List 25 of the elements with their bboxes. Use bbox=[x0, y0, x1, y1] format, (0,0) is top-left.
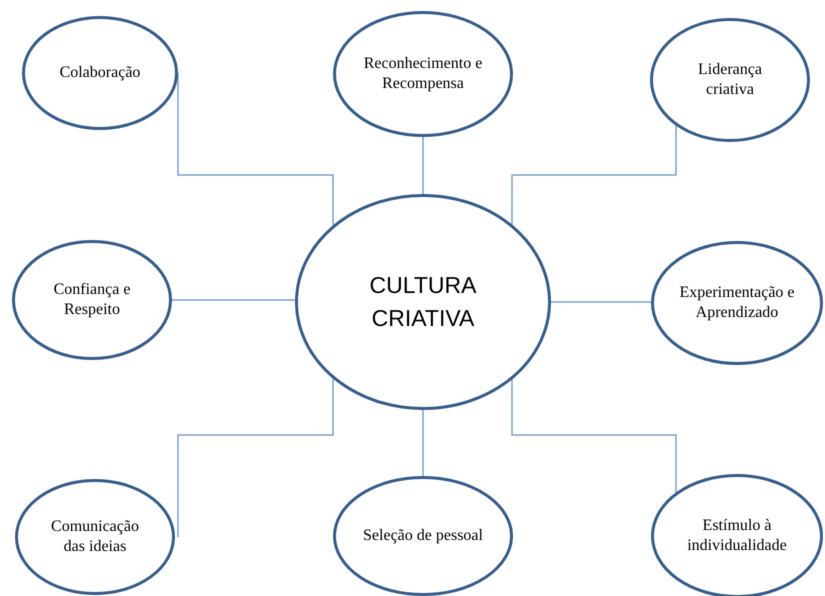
topic-label: Estímulo à individualidade bbox=[686, 516, 788, 556]
topic-label: Comunicação das ideias bbox=[50, 517, 140, 557]
connector-line bbox=[177, 378, 334, 537]
connector-line bbox=[172, 299, 296, 301]
topic-ellipse bbox=[333, 11, 513, 137]
connector-line bbox=[422, 137, 424, 194]
topic-ellipse bbox=[12, 240, 172, 360]
topic-label: Experimentação e Aprendizado bbox=[678, 283, 796, 323]
topic-label: Liderança criativa bbox=[697, 60, 763, 100]
topic-ellipse bbox=[650, 18, 810, 142]
topic-ellipse bbox=[15, 479, 175, 595]
topic-label: Confiança e Respeito bbox=[52, 280, 132, 320]
connector-line bbox=[551, 301, 651, 303]
connector-line bbox=[177, 73, 334, 226]
connector-line bbox=[511, 126, 677, 224]
topic-label: Seleção de pessoal bbox=[363, 526, 483, 546]
connector-line bbox=[511, 380, 677, 492]
topic-ellipse bbox=[651, 241, 823, 365]
connector-line bbox=[422, 410, 424, 476]
topic-ellipse bbox=[333, 476, 513, 596]
central-ellipse bbox=[295, 194, 551, 410]
topic-label: Reconhecimento e Recompensa bbox=[362, 54, 484, 94]
topic-ellipse bbox=[22, 16, 178, 130]
topic-label: Colaboração bbox=[60, 63, 140, 83]
central-title: CULTURA CRIATIVA bbox=[368, 271, 478, 333]
